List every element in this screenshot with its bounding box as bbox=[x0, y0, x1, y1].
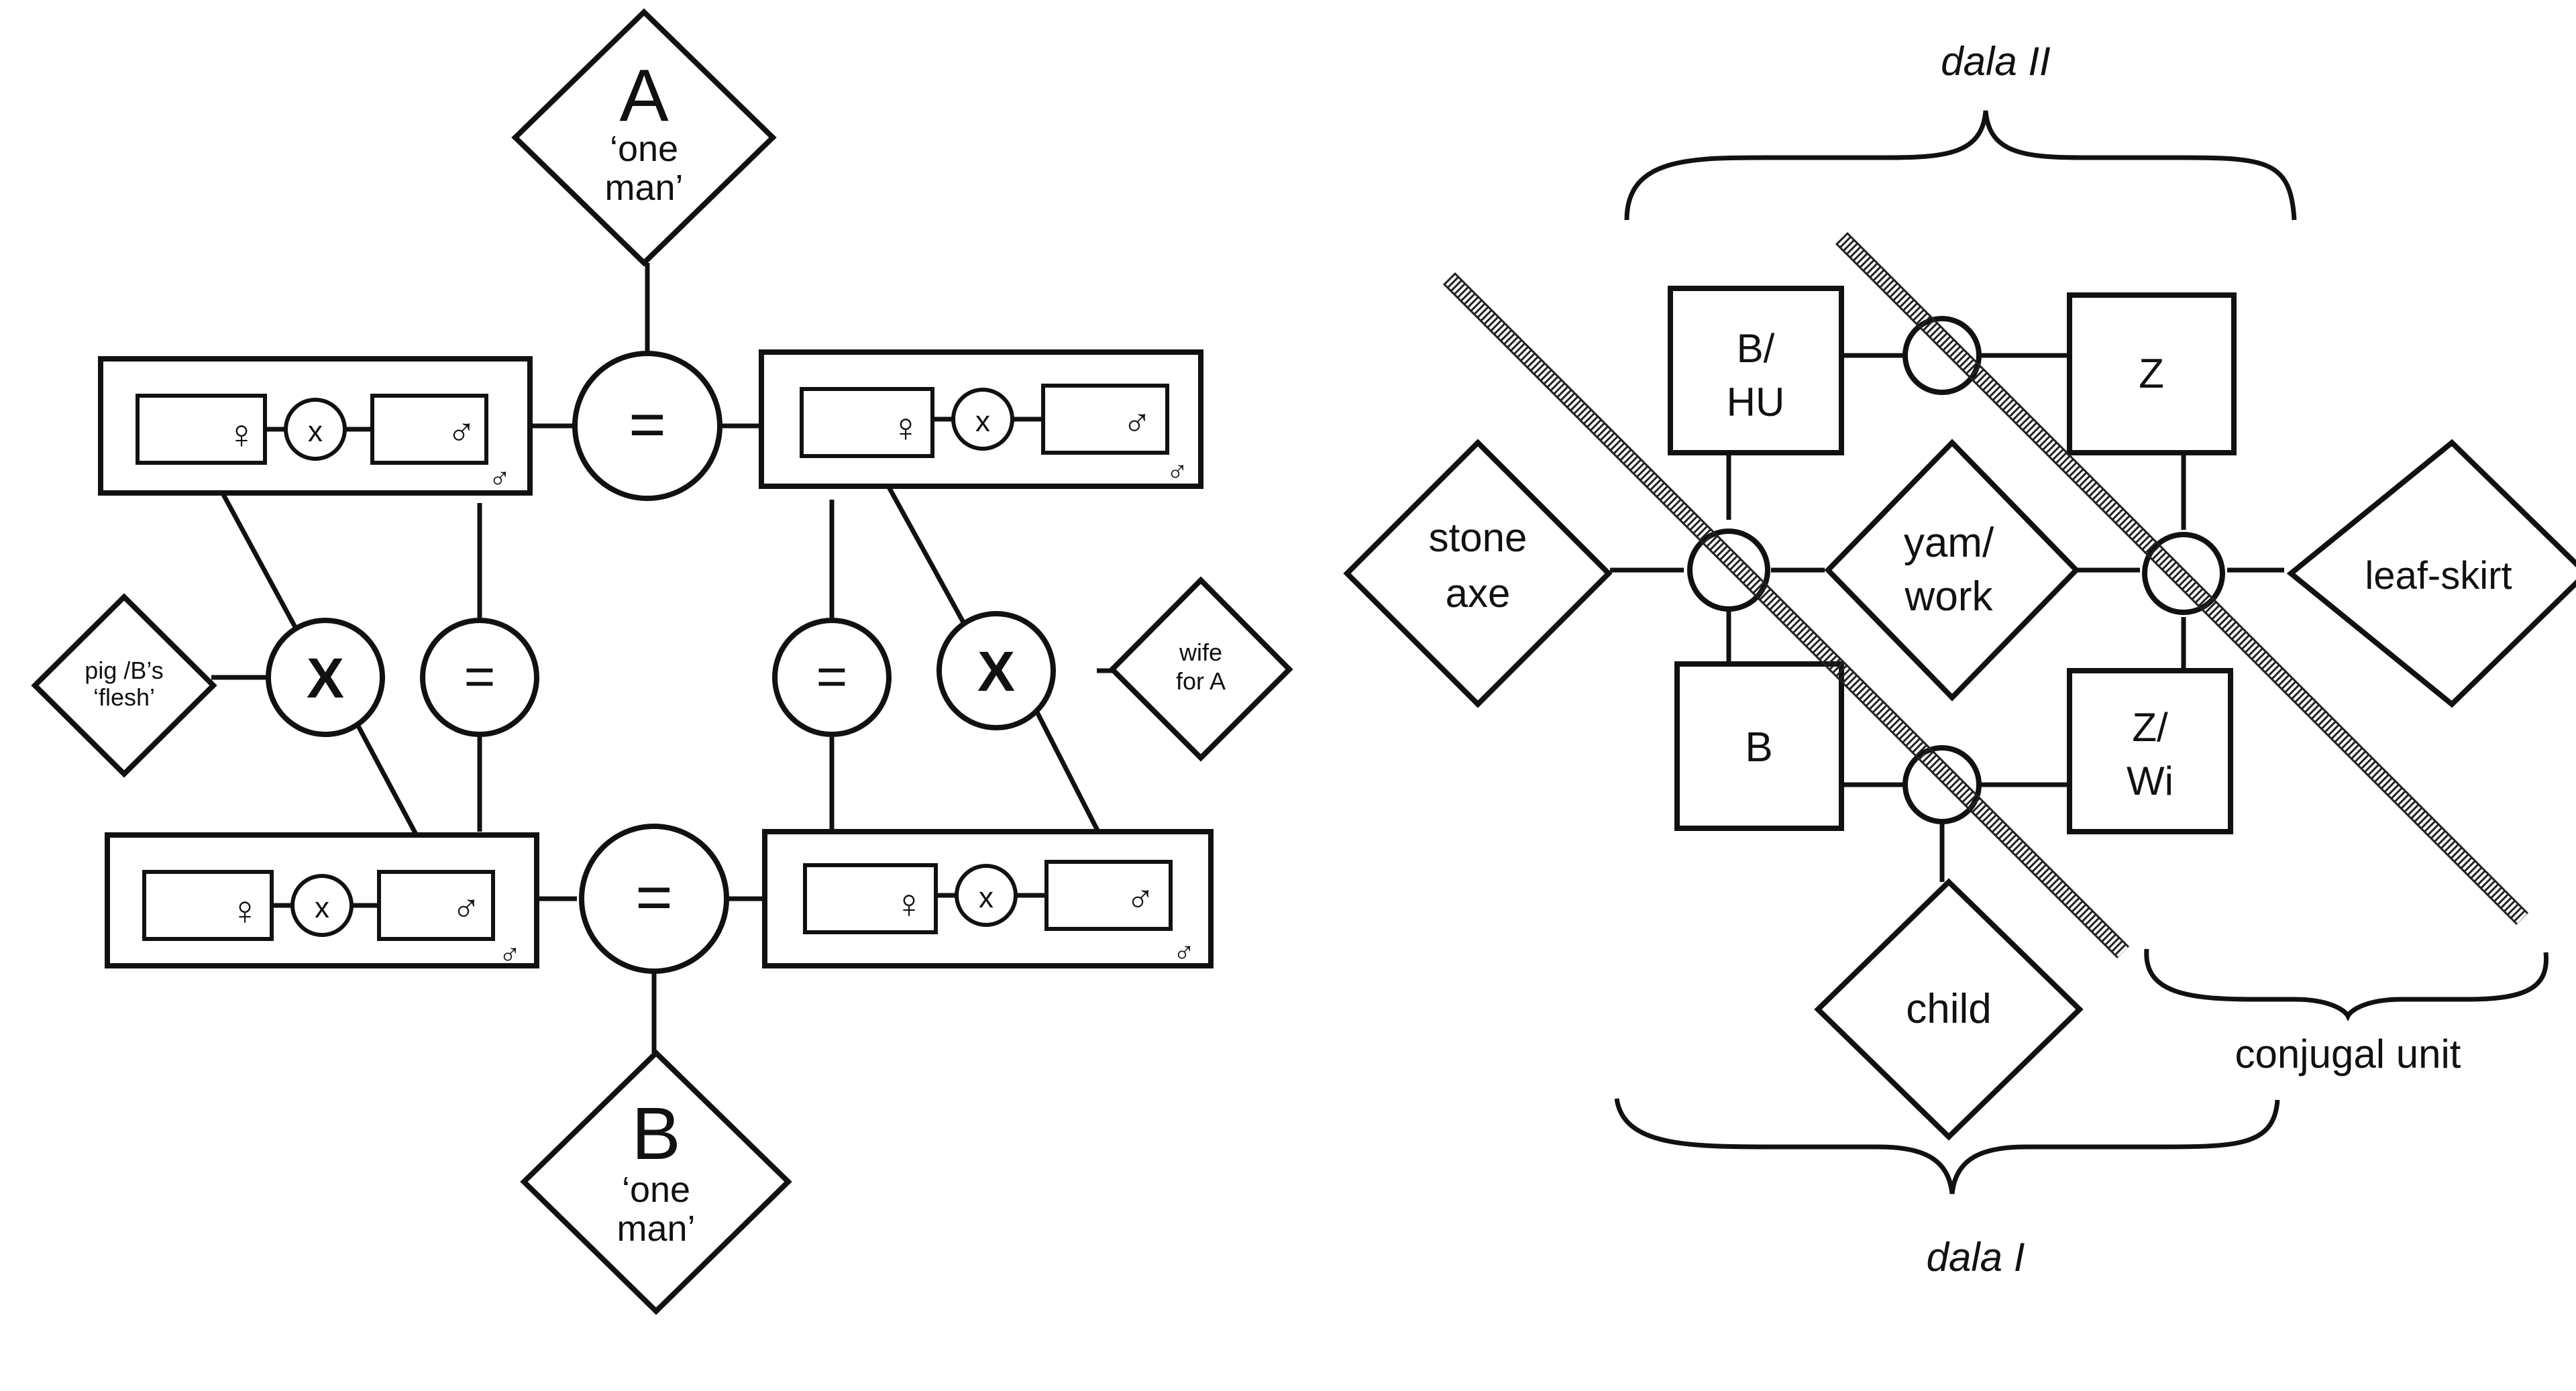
svg-text:yam/: yam/ bbox=[1904, 520, 1994, 566]
male-box bbox=[370, 394, 488, 465]
brace-dala-ii bbox=[1624, 110, 2297, 221]
box-b: B bbox=[1674, 661, 1844, 831]
diamond-node-wife: wife for A bbox=[1108, 576, 1293, 762]
diamond-node-b: B ‘one man’ bbox=[520, 1049, 792, 1315]
svg-text:X: X bbox=[307, 647, 344, 710]
female-symbol: ♀ bbox=[227, 412, 257, 457]
label-dala-ii: dala II bbox=[1941, 39, 2050, 84]
family-unit-top-left: ♀ x ♂ ♂ bbox=[98, 356, 533, 496]
link-circle-top bbox=[1902, 316, 1982, 395]
svg-text:B: B bbox=[1745, 724, 1772, 771]
hatched-divider-right bbox=[1835, 231, 2529, 926]
male-box bbox=[377, 870, 495, 941]
female-box bbox=[136, 394, 267, 465]
male-symbol-corner: ♂ bbox=[1173, 936, 1195, 969]
svg-text:=: = bbox=[816, 647, 848, 706]
diamond-stone-axe: stone axe bbox=[1343, 439, 1613, 708]
svg-text:=: = bbox=[629, 389, 665, 460]
equals-circle-left: = bbox=[420, 618, 539, 737]
svg-text:x: x bbox=[308, 415, 323, 448]
svg-text:wife: wife bbox=[1179, 638, 1222, 666]
svg-text:Z: Z bbox=[2139, 351, 2164, 397]
svg-text:B: B bbox=[631, 1093, 680, 1175]
female-box bbox=[803, 863, 938, 934]
female-box bbox=[800, 387, 934, 458]
svg-text:axe: axe bbox=[1446, 571, 1511, 616]
svg-text:Z/: Z/ bbox=[2132, 705, 2168, 750]
svg-text:work: work bbox=[1904, 573, 1994, 620]
male-symbol: ♂ bbox=[1122, 401, 1152, 445]
brace-dala-i bbox=[1614, 1098, 2280, 1194]
female-symbol: ♀ bbox=[894, 881, 924, 926]
female-symbol: ♀ bbox=[230, 888, 260, 933]
svg-text:stone: stone bbox=[1429, 515, 1527, 560]
male-box bbox=[1041, 384, 1169, 455]
svg-text:=: = bbox=[635, 862, 672, 933]
svg-text:B/: B/ bbox=[1737, 326, 1775, 371]
svg-text:HU: HU bbox=[1727, 380, 1785, 425]
family-unit-top-right: ♀ x ♂ ♂ bbox=[759, 349, 1203, 489]
brace-conjugal-unit bbox=[2144, 948, 2549, 1021]
svg-text:X: X bbox=[977, 640, 1015, 703]
svg-text:child: child bbox=[1906, 986, 1992, 1032]
svg-text:x: x bbox=[975, 405, 990, 438]
male-symbol: ♂ bbox=[451, 887, 481, 930]
link-circle-bottom bbox=[1902, 745, 1982, 824]
svg-text:‘one: ‘one bbox=[610, 129, 678, 169]
diamond-child: child bbox=[1814, 878, 2084, 1141]
box-b-hu: B/ HU bbox=[1668, 286, 1844, 455]
diamond-leaf-skirt: leaf-skirt bbox=[2286, 439, 2576, 708]
svg-text:man’: man’ bbox=[604, 168, 683, 208]
female-symbol: ♀ bbox=[891, 405, 921, 450]
diamond-yam-work: yam/ work bbox=[1824, 439, 2080, 702]
box-z-wi: Z/ Wi bbox=[2067, 668, 2233, 834]
equals-circle-right: = bbox=[772, 618, 892, 737]
svg-text:=: = bbox=[464, 647, 496, 706]
hatched-divider-left bbox=[1442, 272, 2130, 959]
male-symbol-corner: ♂ bbox=[499, 938, 521, 971]
male-symbol: ♂ bbox=[1126, 877, 1155, 921]
male-symbol-corner: ♂ bbox=[1167, 455, 1189, 488]
svg-text:man’: man’ bbox=[616, 1209, 695, 1249]
svg-text:x: x bbox=[315, 891, 329, 924]
cross-circle-left: X bbox=[266, 618, 385, 737]
right-diagram: dala II dala I conjugal unit B/ HU bbox=[1343, 39, 2576, 1280]
svg-text:Wi: Wi bbox=[2127, 759, 2174, 803]
svg-text:‘one: ‘one bbox=[622, 1170, 690, 1210]
svg-text:pig /B’s: pig /B’s bbox=[85, 657, 163, 684]
male-symbol-corner: ♂ bbox=[489, 462, 511, 495]
diamond-node-pig: pig /B’s ‘flesh’ bbox=[31, 593, 217, 778]
family-unit-bottom-left: ♀ x ♂ ♂ bbox=[105, 832, 539, 971]
equals-circle-top: = bbox=[572, 351, 722, 501]
svg-text:‘flesh’: ‘flesh’ bbox=[93, 683, 155, 711]
diamond-node-a: A ‘one man’ bbox=[511, 8, 777, 267]
family-unit-bottom-right: ♀ x ♂ ♂ bbox=[762, 829, 1214, 969]
label-conjugal-unit: conjugal unit bbox=[2235, 1032, 2461, 1076]
female-box bbox=[142, 870, 274, 941]
male-symbol: ♂ bbox=[447, 410, 476, 454]
male-box bbox=[1044, 860, 1173, 931]
svg-text:leaf-skirt: leaf-skirt bbox=[2365, 554, 2512, 598]
left-diagram: ♀ x ♂ ♂ ♀ x ♂ ♂ ♀ bbox=[31, 8, 1293, 1315]
equals-circle-bottom: = bbox=[579, 824, 729, 974]
svg-text:A: A bbox=[619, 54, 669, 137]
box-z: Z bbox=[2067, 292, 2237, 455]
label-dala-i: dala I bbox=[1927, 1235, 2025, 1280]
svg-text:x: x bbox=[979, 881, 994, 914]
svg-text:for A: for A bbox=[1176, 667, 1226, 695]
cross-circle-right: X bbox=[936, 611, 1056, 730]
right-connectors bbox=[1610, 353, 2284, 882]
